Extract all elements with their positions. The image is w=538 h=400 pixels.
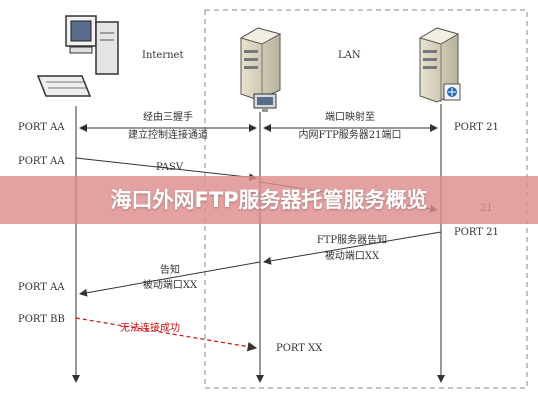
fail-label: 无法连接成功 <box>120 323 180 334</box>
failed-connection-arrow <box>75 317 258 352</box>
portmap-label-line1: 端口映射至 <box>325 112 375 123</box>
handshake-label-line2: 建立控制连接通道 <box>128 130 208 141</box>
title-banner <box>0 176 538 224</box>
right-port-21-c: PORT 21 <box>454 227 499 238</box>
ftp-notify-label-line2: 被动端口XX <box>324 251 380 262</box>
notify-label-line1: 告知 <box>160 265 180 276</box>
left-port-aa-2: PORT AA <box>18 156 65 167</box>
notify-arrow <box>79 261 261 297</box>
notify-label-line2: 被动端口XX <box>142 280 198 291</box>
handshake-label-line1: 经由三握手 <box>143 112 193 123</box>
left-port-aa-3: PORT AA <box>18 282 65 293</box>
right-port-21-a: PORT 21 <box>454 122 499 133</box>
gateway-server-icon <box>239 27 282 112</box>
pasv-arrow <box>75 157 257 182</box>
internet-zone-label: Internet <box>142 50 184 61</box>
ftp-server-icon <box>418 27 461 103</box>
pasv-label: PASV <box>156 162 184 173</box>
banner-title: 海口外网FTP服务器托管服务概览 <box>110 188 428 212</box>
port-xx-label: PORT XX <box>276 343 323 354</box>
ftp-notify-label-line1: FTP服务器告知 <box>316 235 388 246</box>
portmap-label-line2: 内网FTP服务器21端口 <box>298 130 402 141</box>
left-port-bb: PORT BB <box>18 314 65 325</box>
client-computer-icon <box>36 15 119 97</box>
lan-zone-label: LAN <box>338 50 361 61</box>
left-port-aa-1: PORT AA <box>18 122 65 133</box>
ftp-notify-arrow <box>263 231 442 265</box>
